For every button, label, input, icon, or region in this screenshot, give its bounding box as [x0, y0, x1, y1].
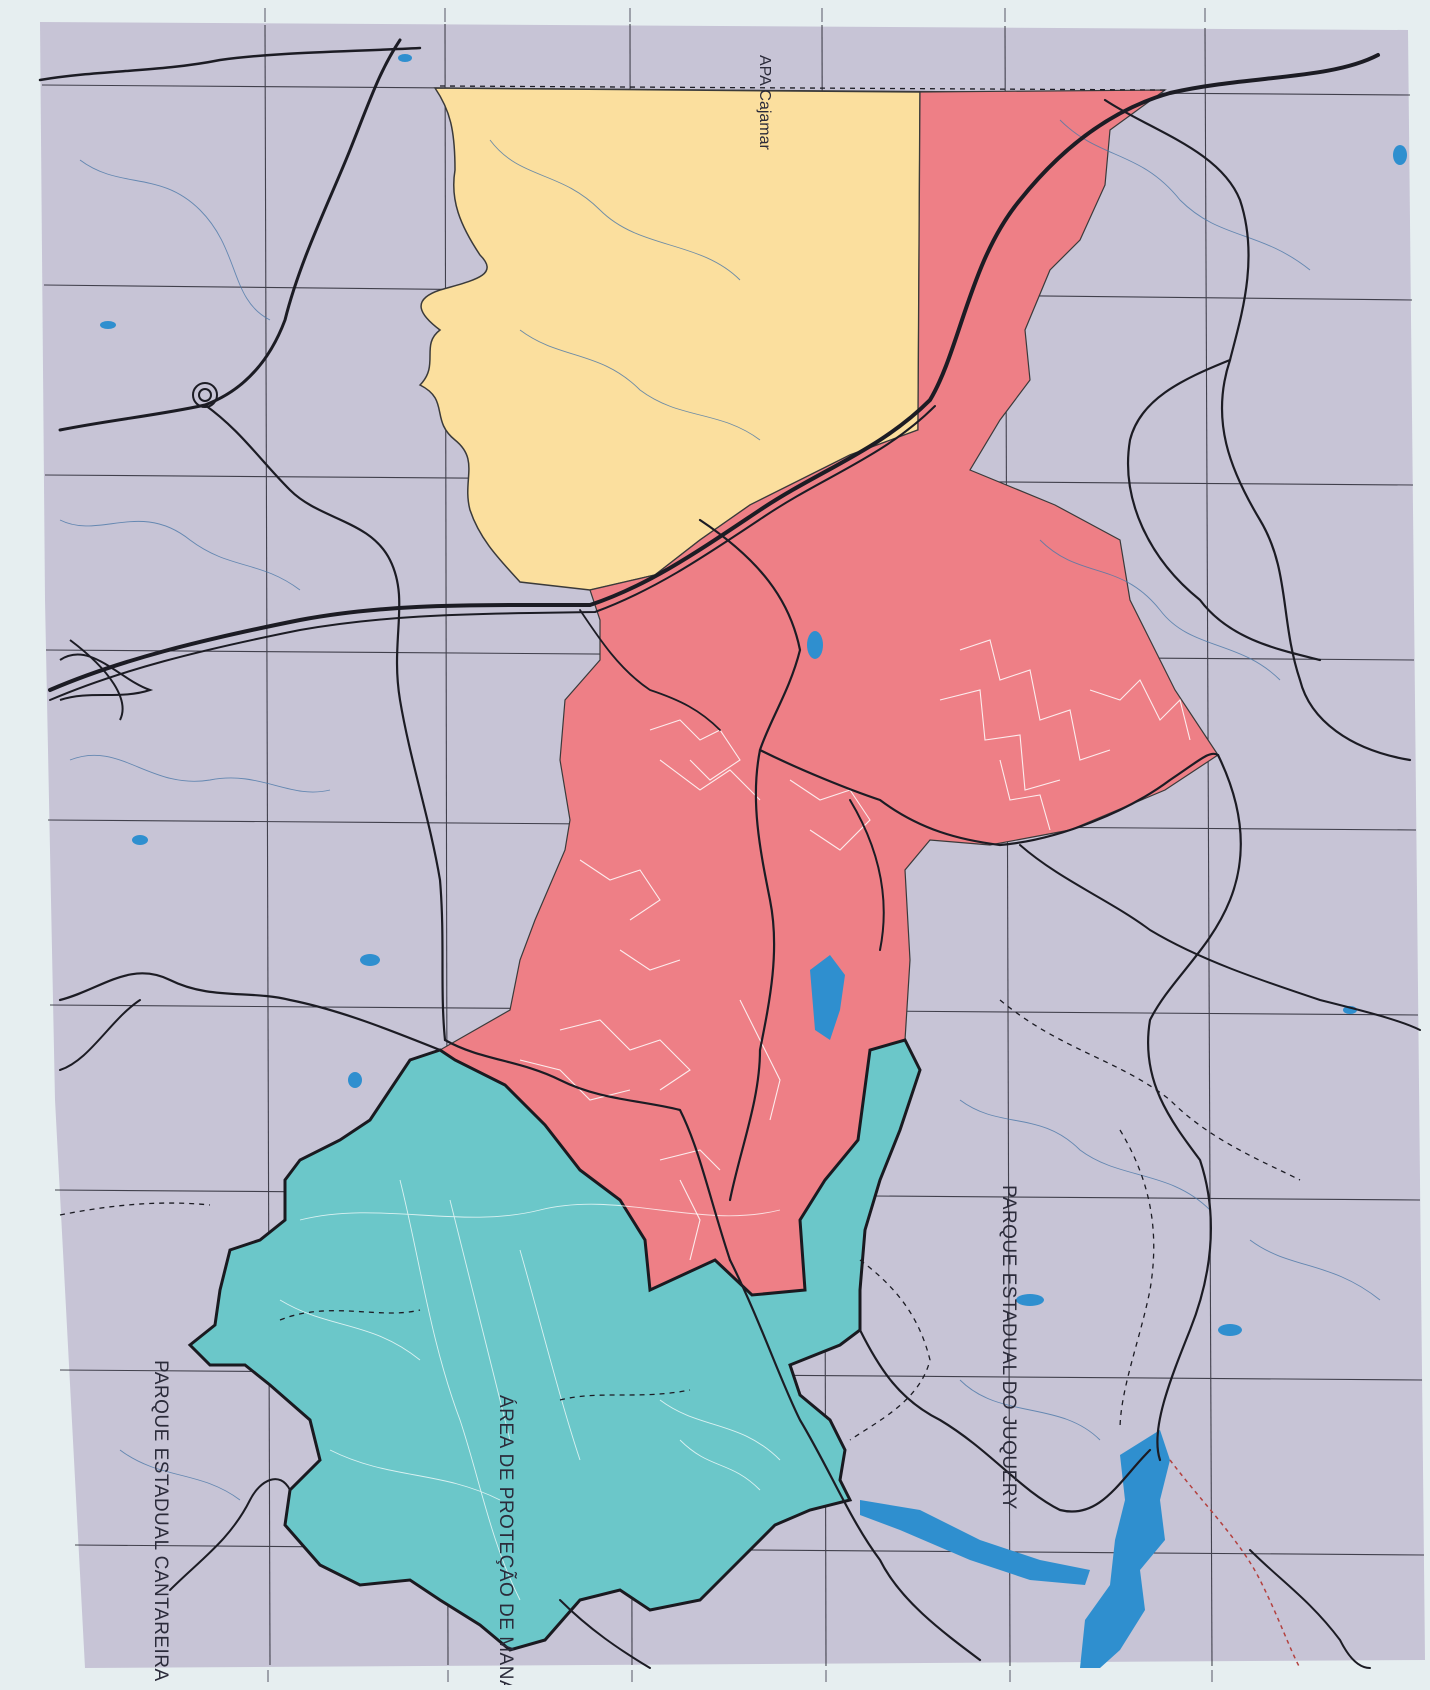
- water-body-icon: [1393, 145, 1407, 165]
- water-body-icon: [1080, 1430, 1170, 1668]
- parque-cantareira-label: PARQUE ESTADUAL CANTAREIRA: [150, 1360, 171, 1682]
- streams: [59, 119, 1381, 1501]
- park-boundaries: [59, 85, 1301, 1441]
- cyan-zone-mananciais[interactable]: [187, 1038, 922, 1652]
- grid-coordinate-ticks: [264, 8, 1213, 1682]
- road-network: [38, 38, 1421, 1669]
- water-body-icon: [810, 955, 845, 1040]
- water-body-icon: [348, 1072, 362, 1088]
- water-body-icon: [807, 631, 823, 659]
- yellow-zone-apa[interactable]: [418, 87, 921, 591]
- water-body-icon: [1218, 1324, 1242, 1336]
- water-body-icon: [1016, 1294, 1044, 1306]
- highway-main-b: [49, 405, 936, 701]
- water-body-icon: [860, 1500, 1090, 1585]
- parque-juquery-label: PARQUE ESTADUAL DO JUQUERY: [998, 1185, 1019, 1510]
- water-body-icon: [100, 321, 116, 329]
- trail-network: [279, 1179, 781, 1601]
- highway-main: [48, 53, 1380, 692]
- water-bodies: [100, 54, 1407, 1668]
- water-body-icon: [132, 835, 148, 845]
- interchange-icon: [192, 382, 218, 408]
- water-body-icon: [398, 54, 412, 62]
- interchange-icon: [59, 639, 154, 721]
- municipal-boundary: [1169, 1459, 1301, 1669]
- apa-cajamar-label: APA Cajamar: [756, 55, 773, 151]
- water-body-icon: [360, 954, 380, 966]
- area-protecao-label: ÁREA DE PROTEÇÃO DE MANANCIAIS: [495, 1395, 517, 1685]
- urban-street-network: [519, 639, 1191, 1261]
